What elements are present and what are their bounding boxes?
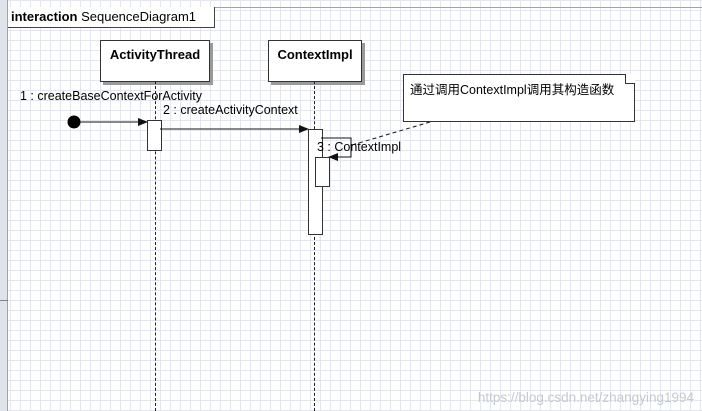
message-1-label: 1 : createBaseContextForActivity [20,89,203,103]
frame-edge-tick [0,300,8,301]
frame-left-edge [0,0,8,411]
lifeline-activitythread[interactable]: ActivityThread [100,40,210,82]
lifeline-contextimpl-label: ContextImpl [277,47,353,62]
comment-note-text: 通过调用ContextImpl调用其构造函数 [410,83,615,97]
frame-top-border [7,7,702,8]
message-3-label: 3 : ContextImpl [317,140,402,154]
activation-activitythread[interactable] [147,120,162,151]
note-folded-corner [625,74,635,84]
frame-left-border [7,0,8,411]
lifeline-contextimpl[interactable]: ContextImpl [268,40,362,82]
frame-keyword: interaction [11,9,78,24]
watermark: https://blog.csdn.net/zhangying1994 [477,390,694,405]
message-3-self-arrow[interactable] [321,137,352,161]
found-message-start-dot [67,115,81,129]
interaction-frame-tab[interactable]: interaction SequenceDiagram1 [8,7,215,28]
activation-contextimpl-nested[interactable] [315,157,330,187]
lifeline-activitythread-line [155,81,156,411]
lifeline-contextimpl-line [314,81,315,411]
message-2-label: 2 : createActivityContext [163,103,298,117]
lifeline-activitythread-label: ActivityThread [109,47,201,62]
frame-name: SequenceDiagram1 [81,9,196,24]
comment-note[interactable]: 通过调用ContextImpl调用其构造函数 [403,74,635,122]
